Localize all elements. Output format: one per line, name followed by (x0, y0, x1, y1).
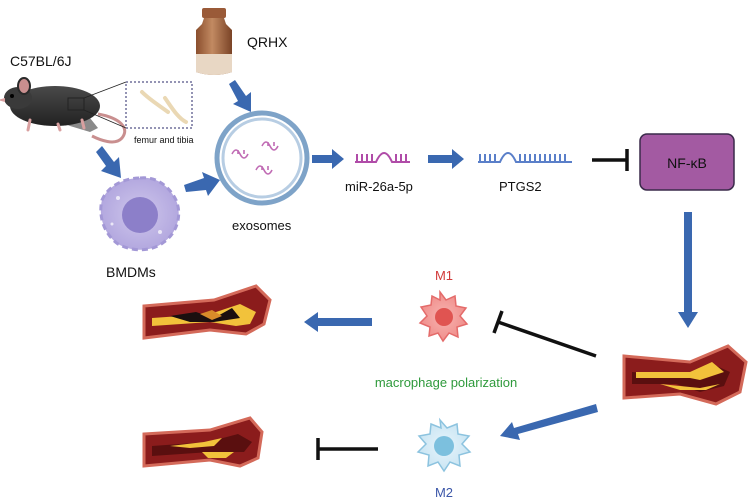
inhibit-m2-artery (316, 438, 378, 460)
artery-icon (622, 344, 748, 406)
bmdm-label: BMDMs (106, 264, 156, 280)
arrow-vial-exosome (229, 80, 251, 112)
arrow-m1-artery (304, 312, 372, 332)
nfkb-box (639, 133, 735, 191)
polarization-label: macrophage polarization (375, 375, 517, 390)
mouse-icon (0, 77, 127, 144)
bones-label: femur and tibia (134, 135, 194, 145)
arrow-exosome-mirna (312, 149, 344, 169)
ptgs2-icon (478, 152, 572, 163)
exosome-icon (214, 110, 310, 206)
ptgs2-label: PTGS2 (499, 179, 542, 194)
mirna-icon (355, 152, 410, 163)
bmdm-cell-icon (99, 176, 181, 252)
m2-macrophage-icon (416, 417, 472, 473)
mirna-label: miR-26a-5p (345, 179, 413, 194)
arrow-nfkb-artery (678, 212, 698, 328)
m1-macrophage-icon (418, 289, 469, 343)
inhibition-lines (316, 149, 629, 460)
nfkb-label: NF-κB (667, 155, 707, 171)
drug-label: QRHX (247, 34, 288, 50)
inhibit-artery-m1 (492, 310, 597, 358)
inhibit-ptgs2-nfkb (592, 149, 629, 171)
flow-arrows (96, 80, 698, 440)
bone-icon (125, 81, 193, 129)
vial-icon (196, 8, 232, 75)
arrow-mirna-ptgs2 (428, 149, 464, 169)
arrow-bmdm-exosome (184, 172, 220, 196)
arrow-artery-m2 (500, 404, 598, 440)
artery-icon (142, 416, 264, 468)
arrow-mouse-bmdm (96, 146, 121, 178)
m1-label: M1 (435, 268, 453, 283)
exosome-label: exosomes (232, 218, 292, 233)
m2-label: M2 (435, 485, 453, 500)
artery-icon (142, 284, 272, 340)
mouse-label: C57BL/6J (10, 53, 71, 69)
